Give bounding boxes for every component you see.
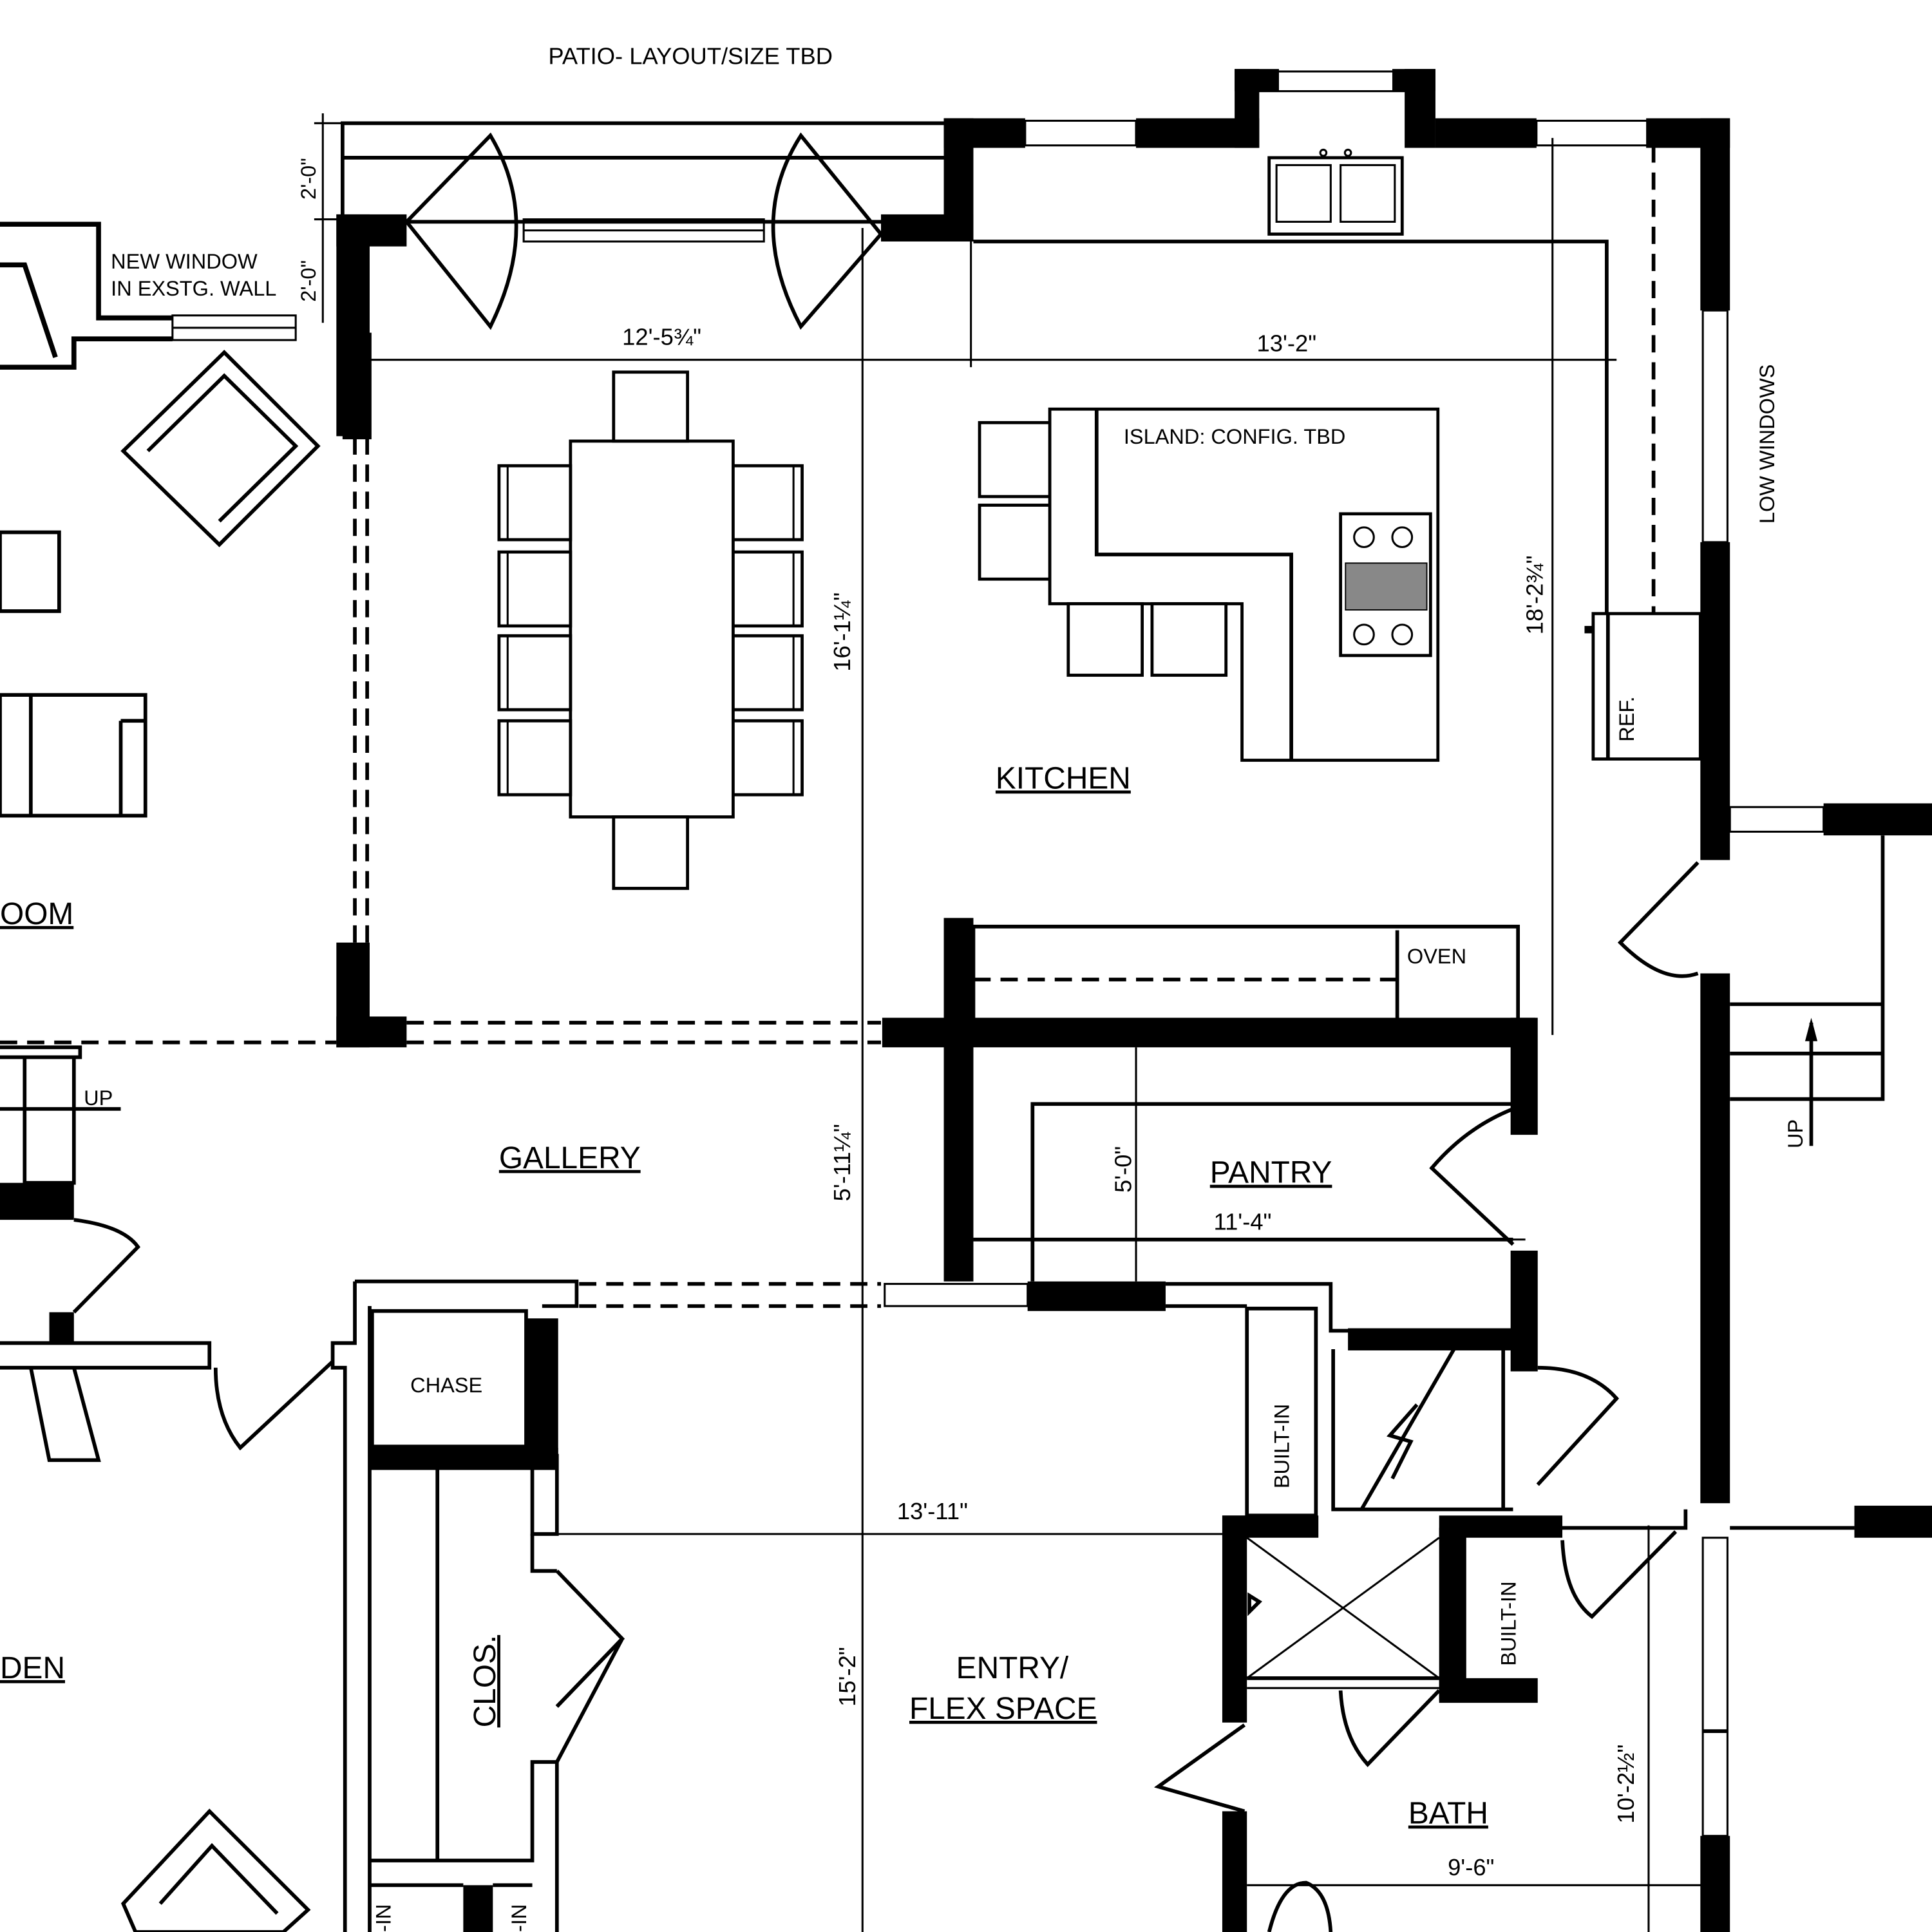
dim-kitchen-width: 13'-2"	[1257, 330, 1317, 356]
doors	[72, 132, 1700, 1814]
sink	[1267, 148, 1404, 236]
dim-patio-depth: 2'-0"	[297, 158, 320, 200]
dim-bath-width: 9'-6"	[1448, 1854, 1494, 1880]
cooktop	[1339, 512, 1432, 658]
oven-label: OVEN	[1407, 945, 1466, 968]
room-living-partial: OOM	[0, 897, 73, 931]
up-label-right: UP	[1784, 1119, 1807, 1148]
patio-note: PATIO- LAYOUT/SIZE TBD	[548, 43, 833, 69]
room-entry-line2: FLEX SPACE	[909, 1692, 1097, 1726]
annotations: PATIO- LAYOUT/SIZE TBD NEW WINDOW IN EXS…	[0, 43, 1807, 1932]
dining-chairs	[497, 464, 804, 797]
dim-entry-depth: 15'-2"	[834, 1647, 860, 1707]
dim-bath-depth: 10'-2½"	[1613, 1745, 1639, 1824]
new-window-note-2: IN EXSTG. WALL	[111, 277, 276, 300]
built-in-label-1: BUILT-IN	[1270, 1404, 1293, 1488]
dim-wall-depth: 2'-0"	[297, 260, 320, 302]
low-windows-note: LOW WINDOWS	[1756, 365, 1779, 524]
wall-lines	[0, 70, 1885, 1932]
island-note: ISLAND: CONFIG. TBD	[1124, 425, 1345, 448]
dim-entry-width: 13'-11"	[897, 1498, 968, 1524]
dim-kitchen-depth: 18'-2¾"	[1521, 555, 1548, 634]
room-closet: CLOS.	[468, 1635, 502, 1728]
new-window-note-1: NEW WINDOW	[111, 250, 258, 273]
stair-arrow	[1804, 1018, 1818, 1146]
dimension-lines	[314, 113, 1713, 1932]
room-gallery: GALLERY	[499, 1141, 641, 1175]
ref-label: REF.	[1615, 696, 1638, 741]
built-in-label-4: -IN	[507, 1904, 531, 1932]
kitchen-island	[973, 240, 1609, 762]
room-kitchen: KITCHEN	[996, 761, 1131, 795]
walls	[0, 69, 1932, 1932]
built-in-label-2: BUILT-IN	[1497, 1581, 1520, 1665]
room-bath: BATH	[1408, 1797, 1488, 1831]
room-den-partial: DEN	[0, 1651, 65, 1685]
built-in-label-3: -IN	[372, 1904, 395, 1932]
dim-pantry-width: 11'-4"	[1214, 1208, 1272, 1235]
room-pantry: PANTRY	[1210, 1156, 1332, 1190]
chase-label: CHASE	[410, 1374, 482, 1397]
up-label-left: UP	[84, 1086, 113, 1110]
refrigerator	[1584, 612, 1702, 761]
dining-set	[497, 370, 804, 890]
dim-dining-depth: 16'-1¼"	[829, 592, 855, 672]
room-entry-line1: ENTRY/	[956, 1651, 1069, 1685]
living-furniture	[0, 350, 1333, 1932]
dim-gallery-depth: 5'-11¼"	[829, 1124, 855, 1201]
dim-dining-width: 12'-5¾"	[622, 324, 701, 350]
dim-pantry-depth: 5'-0"	[1110, 1146, 1136, 1193]
